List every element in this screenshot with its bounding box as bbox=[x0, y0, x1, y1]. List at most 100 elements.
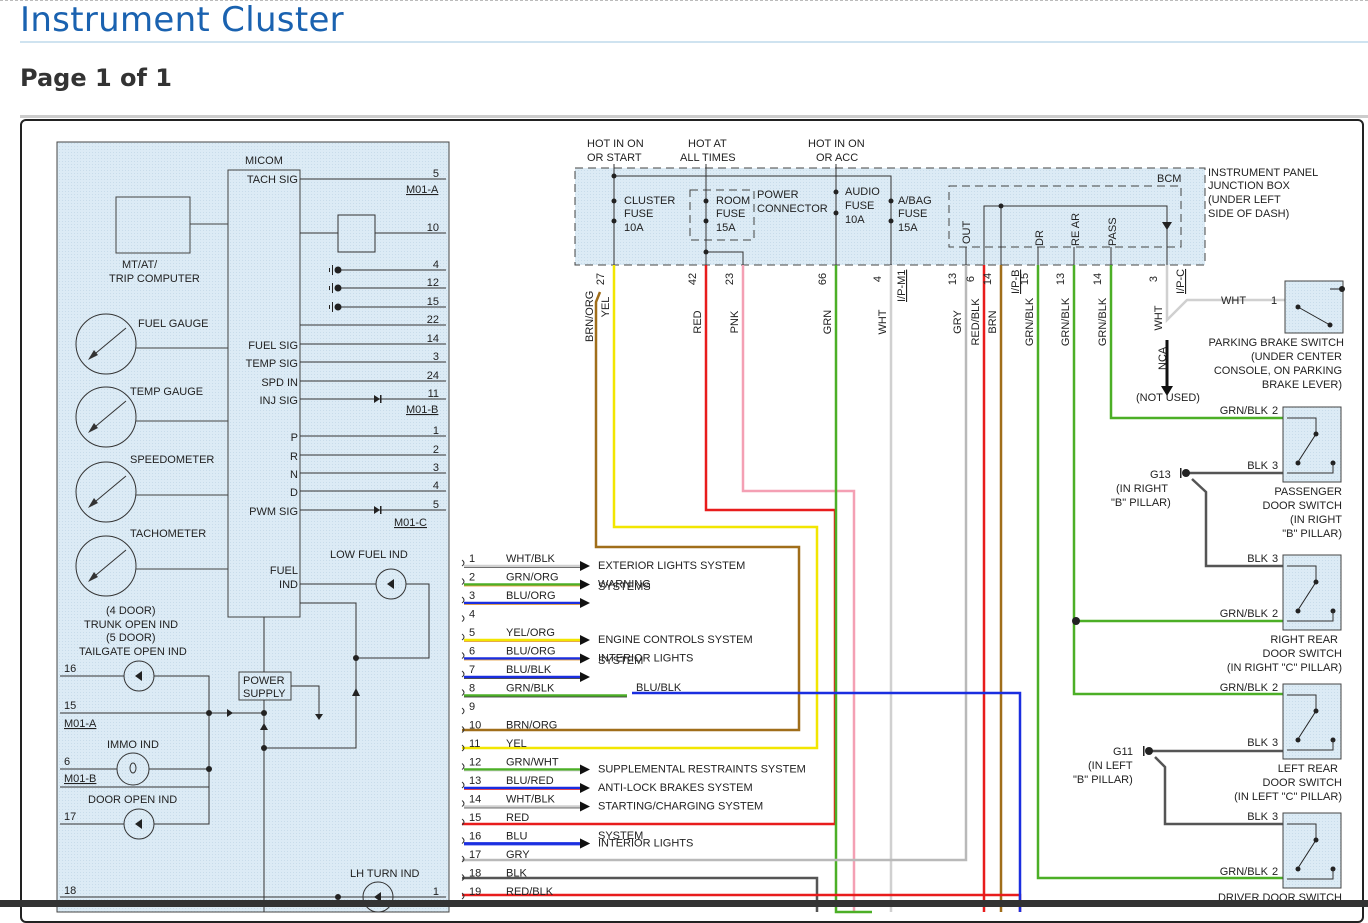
audio-fuse-rating: 10A bbox=[845, 214, 865, 226]
audio-fuse-label: AUDIO bbox=[845, 186, 880, 198]
ground-icon bbox=[334, 266, 342, 274]
micom-outputs bbox=[300, 178, 446, 511]
harness-system-label: SUPPLEMENTAL RESTRAINTS SYSTEM bbox=[598, 764, 806, 776]
cluster-fuse-label: CLUSTER bbox=[624, 195, 675, 207]
cluster-panel: MICOM MT/AT/ TRIP COMPUTER FUEL GAUGE TE… bbox=[56, 141, 450, 913]
pin-d: D bbox=[290, 487, 298, 499]
harness-terminal bbox=[461, 615, 465, 622]
pin-number: 2 bbox=[433, 444, 439, 456]
trip-computer-label-1: MT/AT/ bbox=[122, 259, 158, 271]
low-fuel-ind-label: LOW FUEL IND bbox=[330, 549, 408, 561]
junction-box: HOT IN ON OR START HOT AT ALL TIMES HOT … bbox=[574, 138, 1318, 266]
terminal-pin: 42 bbox=[687, 273, 699, 285]
switch-box bbox=[1282, 683, 1342, 760]
arrow-icon bbox=[580, 579, 590, 590]
ground-symbols bbox=[329, 265, 382, 514]
wire-label: BLK bbox=[1247, 460, 1268, 472]
wire-wht-parking bbox=[1165, 265, 1285, 324]
tachometer-label: TACHOMETER bbox=[130, 528, 206, 540]
pin-number: 4 bbox=[433, 480, 439, 492]
arrow-icon bbox=[580, 838, 590, 849]
terminal-wire: WHT bbox=[877, 309, 889, 334]
harness-system-label: SYSTEM bbox=[598, 830, 643, 842]
harness-system-label: SYSTEMS bbox=[598, 581, 651, 593]
power-connector-label: POWER bbox=[757, 189, 799, 201]
trunk-label-4: TAILGATE OPEN IND bbox=[79, 646, 187, 658]
room-fuse-label: FUSE bbox=[716, 208, 745, 220]
arrow-icon bbox=[580, 635, 590, 645]
ground-g13-label: "B" PILLAR) bbox=[1111, 497, 1171, 509]
source-label: HOT IN ON bbox=[587, 138, 644, 150]
ground-icon bbox=[1182, 469, 1190, 477]
junction-box-label: (UNDER LEFT bbox=[1208, 194, 1281, 206]
bcm-outline bbox=[948, 185, 1182, 248]
nca-label: NCA bbox=[1157, 346, 1169, 370]
terminal-wire: RED bbox=[692, 310, 704, 333]
source-label: OR START bbox=[587, 152, 642, 164]
ground-g11-label: (IN LEFT bbox=[1088, 760, 1133, 772]
right-rear-switch-label: (IN RIGHT "C" PILLAR) bbox=[1227, 662, 1342, 674]
left-pin-number: 15 bbox=[64, 700, 76, 712]
passenger-switch-label: (IN RIGHT bbox=[1290, 514, 1342, 526]
right-rear-switch-label: RIGHT REAR bbox=[1270, 634, 1338, 646]
harness-system-label: ANTI-LOCK BRAKES SYSTEM bbox=[598, 782, 753, 794]
harness-pin: 14 bbox=[469, 794, 481, 806]
page-title: Instrument Cluster bbox=[20, 0, 344, 40]
ground-g13-label: G13 bbox=[1150, 469, 1171, 481]
wire-grn-blk-pass bbox=[1109, 265, 1285, 420]
ground-g11-label: G11 bbox=[1113, 746, 1133, 758]
switch-contact bbox=[1287, 417, 1317, 434]
harness-terminal bbox=[461, 837, 465, 844]
trip-computer-label-2: TRIP COMPUTER bbox=[109, 273, 200, 285]
harness-terminal bbox=[461, 707, 465, 715]
switch-contact bbox=[1287, 611, 1334, 622]
terminal-wire: GRN/BLK bbox=[1097, 297, 1109, 346]
harness-system-label: ENGINE CONTROLS SYSTEM bbox=[598, 634, 753, 646]
terminal-pin: 27 bbox=[595, 273, 607, 285]
harness-wire-label: GRY bbox=[506, 849, 530, 861]
page-divider bbox=[20, 115, 1368, 118]
terminal-wire: GRN/BLK bbox=[1024, 297, 1036, 346]
temp-gauge: TEMP GAUGE bbox=[75, 386, 228, 448]
wire-label: GRN/BLK bbox=[1220, 405, 1269, 417]
harness-wire-label: RED/BLK bbox=[506, 886, 554, 898]
wire-label: BLK bbox=[1247, 553, 1268, 565]
harness-wire-label: WHT/BLK bbox=[506, 553, 556, 565]
harness-terminal bbox=[461, 818, 465, 826]
tachometer: TACHOMETER bbox=[75, 528, 228, 597]
harness-pin: 6 bbox=[469, 646, 475, 658]
lh-turn-ind-label: LH TURN IND bbox=[350, 868, 420, 880]
pin-fuel-sig: FUEL SIG bbox=[248, 340, 298, 352]
wire-label: GRN/BLK bbox=[1220, 866, 1269, 878]
cluster-fuse-rating: 10A bbox=[624, 222, 644, 234]
switch-pivot bbox=[1313, 708, 1319, 714]
harness-terminal bbox=[461, 874, 465, 881]
bcm-pin-rear: RE AR bbox=[1070, 213, 1082, 246]
parking-brake-label: CONSOLE, ON PARKING bbox=[1214, 365, 1342, 377]
switch-contact bbox=[1287, 740, 1334, 751]
harness-terminal bbox=[461, 596, 465, 604]
ground-g13-label: (IN RIGHT bbox=[1116, 483, 1168, 495]
abag-fuse-label: A/BAG bbox=[898, 195, 932, 207]
junction-box-label: JUNCTION BOX bbox=[1208, 180, 1291, 192]
wire-blk-g13b bbox=[1191, 478, 1285, 568]
arrow-icon bbox=[580, 561, 590, 571]
trip-computer-box bbox=[115, 196, 191, 254]
wire-gry bbox=[462, 265, 968, 862]
terminal-wire: GRN bbox=[822, 310, 834, 335]
wire-grn-blk-driver bbox=[1036, 265, 1285, 880]
left-rear-switch-label: DOOR SWITCH bbox=[1263, 777, 1342, 789]
harness-wire-label: BLU/BLK bbox=[506, 664, 552, 676]
connector-ip-b: I/P-B bbox=[1010, 270, 1022, 294]
left-pin-number: 6 bbox=[64, 756, 70, 768]
ground-icon bbox=[334, 303, 342, 311]
terminal-pin: 13 bbox=[947, 273, 959, 285]
harness-pin: 7 bbox=[469, 664, 475, 676]
switch-contact-dot bbox=[1295, 460, 1301, 466]
terminal-pin: 4 bbox=[872, 276, 884, 282]
pin-number: 2 bbox=[1272, 608, 1278, 620]
junction-box-outline bbox=[574, 167, 1206, 266]
harness-wire-label: WHT/BLK bbox=[506, 794, 556, 806]
